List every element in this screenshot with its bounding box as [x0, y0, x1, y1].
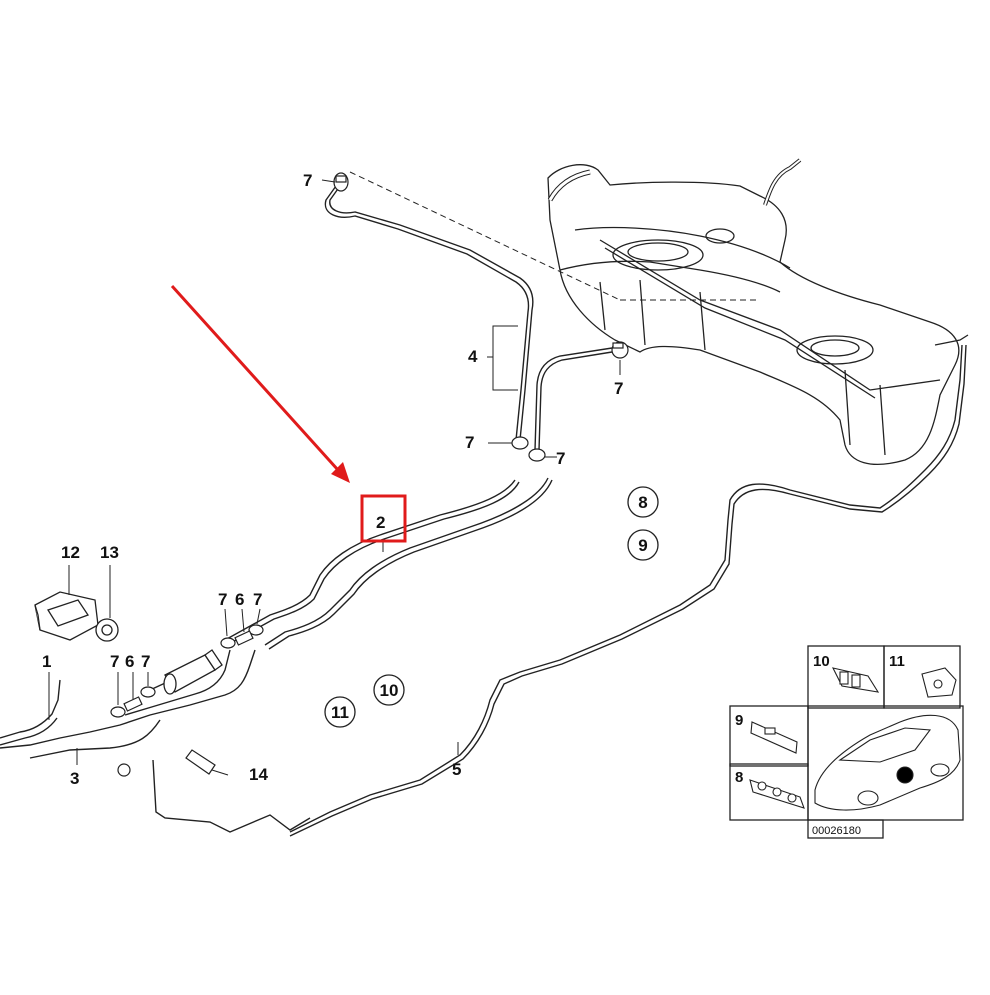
circled-label-text: 8 9 10 11 [331, 493, 648, 722]
inset-label-11: 11 [889, 653, 905, 670]
callout-leaders [48, 179, 621, 776]
clamp-c-icon [220, 637, 236, 649]
circled-10: 10 [380, 681, 399, 700]
callout-7-a: 7 [110, 652, 119, 671]
inset-clip-9-icon [750, 721, 798, 754]
fuel-filter [163, 649, 223, 695]
callout-7-c: 7 [218, 590, 227, 609]
fuel-tank [547, 158, 969, 465]
highlight-annotation [170, 284, 407, 543]
clamp-mid-left-icon [511, 436, 529, 450]
red-highlight-box [360, 494, 407, 543]
callout-2: 2 [376, 513, 385, 532]
callout-14: 14 [249, 765, 268, 784]
callout-7-d: 7 [253, 590, 262, 609]
callout-1: 1 [42, 652, 51, 671]
callout-3: 3 [70, 769, 79, 788]
inset-panel [729, 645, 964, 839]
circled-11: 11 [331, 703, 349, 722]
hose-6b-icon [234, 630, 254, 646]
red-arrow-shaft [170, 284, 340, 472]
callout-labels: 7 7 7 7 4 12 13 1 3 5 14 7 6 7 7 6 7 2 [42, 171, 623, 788]
clamp-d-icon [248, 624, 264, 636]
clamp-right-icon [611, 341, 629, 359]
clamp-b-icon [140, 686, 156, 698]
circled-8: 8 [638, 493, 647, 512]
bracket-12 [34, 591, 99, 641]
hose-6a-icon [123, 696, 143, 712]
inset-labels: 10 11 9 8 00026180 [735, 653, 905, 837]
inset-clip-11-icon [921, 667, 957, 698]
pipes [0, 185, 967, 837]
callout-12: 12 [61, 543, 80, 562]
circled-9: 9 [638, 536, 647, 555]
circled-labels [324, 486, 659, 728]
clamp-top-icon [333, 172, 349, 192]
connector-3-icon [117, 763, 131, 777]
clamp-mid-right-icon [528, 448, 546, 462]
red-arrow-head [331, 462, 350, 483]
leader-lines [349, 171, 760, 301]
callout-7-right: 7 [614, 379, 623, 398]
callout-6-b: 6 [235, 590, 244, 609]
inset-car-icon [814, 714, 961, 811]
nut-13 [95, 618, 119, 642]
inset-clip-8-icon [749, 779, 805, 809]
callout-6-a: 6 [125, 652, 134, 671]
inset-label-8: 8 [735, 769, 743, 786]
inset-label-9: 9 [735, 712, 743, 729]
clamps [110, 172, 629, 777]
callout-4: 4 [468, 347, 478, 366]
callout-7-mid-right: 7 [556, 449, 565, 468]
inset-clip-10-icon [831, 667, 880, 693]
clamp-a-icon [110, 706, 126, 718]
inset-label-10: 10 [813, 653, 830, 670]
diagram-code: 00026180 [812, 825, 861, 837]
callout-7-top: 7 [303, 171, 312, 190]
callout-13: 13 [100, 543, 119, 562]
callout-7-b: 7 [141, 652, 150, 671]
callout-7-mid-left: 7 [465, 433, 474, 452]
inset-sketches [749, 667, 961, 811]
callout-5: 5 [452, 760, 461, 779]
clip-14 [185, 749, 216, 775]
